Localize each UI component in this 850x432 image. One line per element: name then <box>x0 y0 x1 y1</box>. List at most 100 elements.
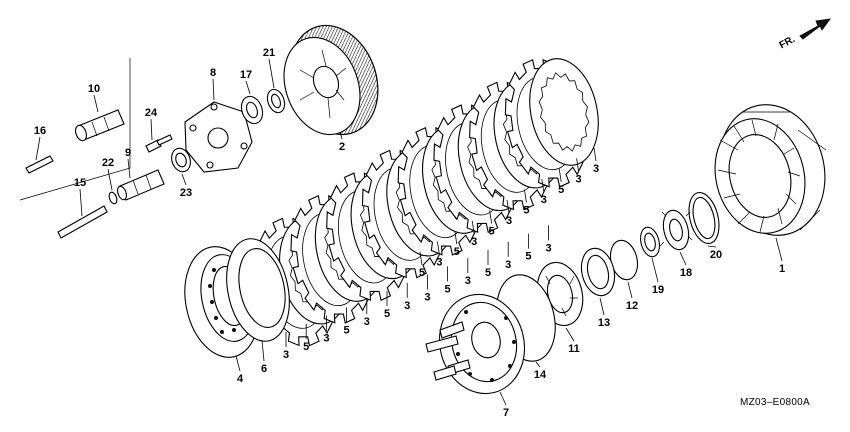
leader-line <box>150 118 153 141</box>
leader-line <box>558 168 562 182</box>
callout-stack-lower: 3 <box>465 275 471 287</box>
callout-stack-lower: 3 <box>323 333 329 345</box>
pressure-plate-7 <box>425 293 526 395</box>
callout-stack-lower: 3 <box>546 242 552 254</box>
leader-line <box>454 231 458 245</box>
callout-stack-upper: 5 <box>489 225 495 237</box>
callout-stack-lower: 5 <box>445 283 451 295</box>
leader-line <box>541 179 545 193</box>
leader-line <box>181 173 187 186</box>
front-direction-label: FR. <box>778 34 798 51</box>
callout-judder-spring: 6 <box>261 363 267 375</box>
leader-line <box>212 78 215 101</box>
callout-lifter-plate: 8 <box>210 67 216 79</box>
callout-lifter-piece: 10 <box>88 83 100 95</box>
callout-pin: 16 <box>34 125 46 137</box>
washer-13 <box>580 247 616 297</box>
leader-line <box>437 241 440 255</box>
callout-lock-washer: 19 <box>652 284 664 296</box>
callout-stack-upper: 5 <box>454 246 460 258</box>
leader-line <box>651 257 659 283</box>
callout-stack-lower: 3 <box>283 349 289 361</box>
callout-center-hub: 2 <box>339 141 345 153</box>
lifter-rod-9 <box>116 169 165 201</box>
leader-line <box>489 210 492 224</box>
callout-spring-seat: 11 <box>568 343 580 355</box>
judder-spring-6 <box>226 238 290 342</box>
callout-stack-lower: 3 <box>424 292 430 304</box>
lifter-plate-8 <box>184 101 253 173</box>
leader-line <box>506 199 510 214</box>
washer-22 <box>108 191 118 205</box>
leader-line <box>535 361 541 368</box>
leader-line <box>419 251 423 266</box>
leader-line <box>565 327 575 342</box>
leader-line <box>599 297 605 316</box>
callout-stack-lower: 5 <box>303 341 309 353</box>
leader-line <box>261 339 265 362</box>
leader-line <box>235 355 241 372</box>
callout-stack-lower: 5 <box>344 324 350 336</box>
callout-stack-lower: 5 <box>485 267 491 279</box>
callout-stack-upper: 3 <box>576 173 582 185</box>
center-hub-2 <box>283 24 379 136</box>
leader-line <box>679 251 687 266</box>
callout-small-bearing: 23 <box>180 187 192 199</box>
leader-line <box>576 158 579 172</box>
leader-line <box>775 237 783 262</box>
thrust-washer-20 <box>688 191 720 245</box>
callout-stack-lower: 3 <box>404 300 410 312</box>
callout-ring: 21 <box>263 47 275 59</box>
leader-line <box>499 391 507 406</box>
callout-bearing: 17 <box>240 69 252 81</box>
lock-nut-18 <box>659 209 693 251</box>
bearing-23 <box>171 147 191 173</box>
callout-wire-ring: 14 <box>534 369 547 381</box>
leader-line <box>524 189 527 203</box>
clutch-outer-1 <box>714 104 827 236</box>
callout-stack-lower: 3 <box>505 259 511 271</box>
front-direction-indicator: FR. <box>778 18 831 51</box>
callout-pressure-plate-front: 4 <box>237 373 244 385</box>
ring-21 <box>266 88 286 114</box>
callout-bolt: 24 <box>145 107 158 119</box>
callout-thrust-washer: 20 <box>710 249 722 261</box>
callout-snap-ring: 12 <box>626 300 638 312</box>
callout-stack-upper: 3 <box>436 257 442 269</box>
callout-stack-upper: 5 <box>419 267 425 279</box>
callout-lock-nut: 18 <box>680 267 692 279</box>
steel-plate <box>529 58 599 166</box>
callout-stack-upper: 3 <box>506 215 512 227</box>
diagram-code: MZ03–E0800A <box>740 397 810 408</box>
leader-line <box>79 188 83 217</box>
leader-line <box>707 245 717 248</box>
lock-washer-19 <box>639 226 661 258</box>
callout-pushrod: 15 <box>74 177 86 189</box>
callout-stack-lower: 5 <box>384 308 390 320</box>
clutch-plate-stack <box>254 58 599 347</box>
lifter-piece-10 <box>75 109 125 142</box>
leader-line <box>268 58 275 89</box>
callout-lifter-rod: 9 <box>125 147 131 159</box>
leader-line <box>627 281 633 299</box>
bearing-17 <box>240 95 264 125</box>
callout-stack-lower: 5 <box>525 251 531 263</box>
leader-line <box>35 136 41 161</box>
bolt-24 <box>145 134 173 153</box>
arrow-icon <box>799 18 831 40</box>
leader-line <box>245 80 251 95</box>
callout-stack-upper: 5 <box>523 205 529 217</box>
callout-washer: 13 <box>598 317 610 329</box>
leader-line <box>93 94 99 113</box>
leader-line <box>107 168 113 191</box>
subassembly-bracket-line <box>19 58 131 201</box>
callout-pressure-plate: 7 <box>503 407 509 419</box>
callout-stack-upper: 3 <box>541 194 547 206</box>
callout-stack-lower: 3 <box>364 316 370 328</box>
pushrod-15 <box>57 205 108 239</box>
callout-small-washer: 22 <box>102 157 114 169</box>
pin-16 <box>25 155 54 174</box>
